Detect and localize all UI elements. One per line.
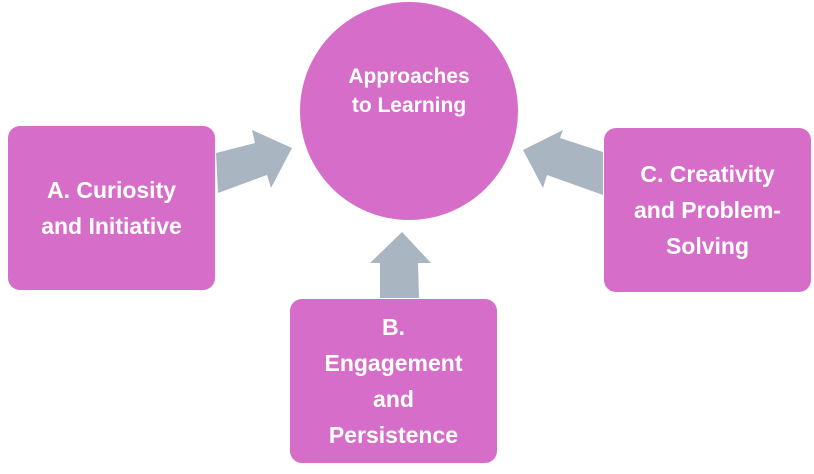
node-b-label: B. Engagement and Persistence xyxy=(324,314,463,448)
node-engagement-and-persistence: B. Engagement and Persistence xyxy=(290,299,497,463)
arrow-a-to-center xyxy=(216,130,292,193)
node-c-label: C. Creativity and Problem- Solving xyxy=(634,161,781,259)
node-creativity-and-problem-solving: C. Creativity and Problem- Solving xyxy=(604,128,811,292)
center-node-label: Approaches to Learning xyxy=(348,65,470,117)
node-curiosity-and-initiative: A. Curiosity and Initiative xyxy=(8,126,215,290)
center-node-approaches-to-learning: Approaches to Learning xyxy=(300,2,518,220)
arrow-c-to-center xyxy=(523,130,603,195)
arrow-b-to-center xyxy=(370,232,431,298)
node-a-label: A. Curiosity and Initiative xyxy=(41,177,182,239)
